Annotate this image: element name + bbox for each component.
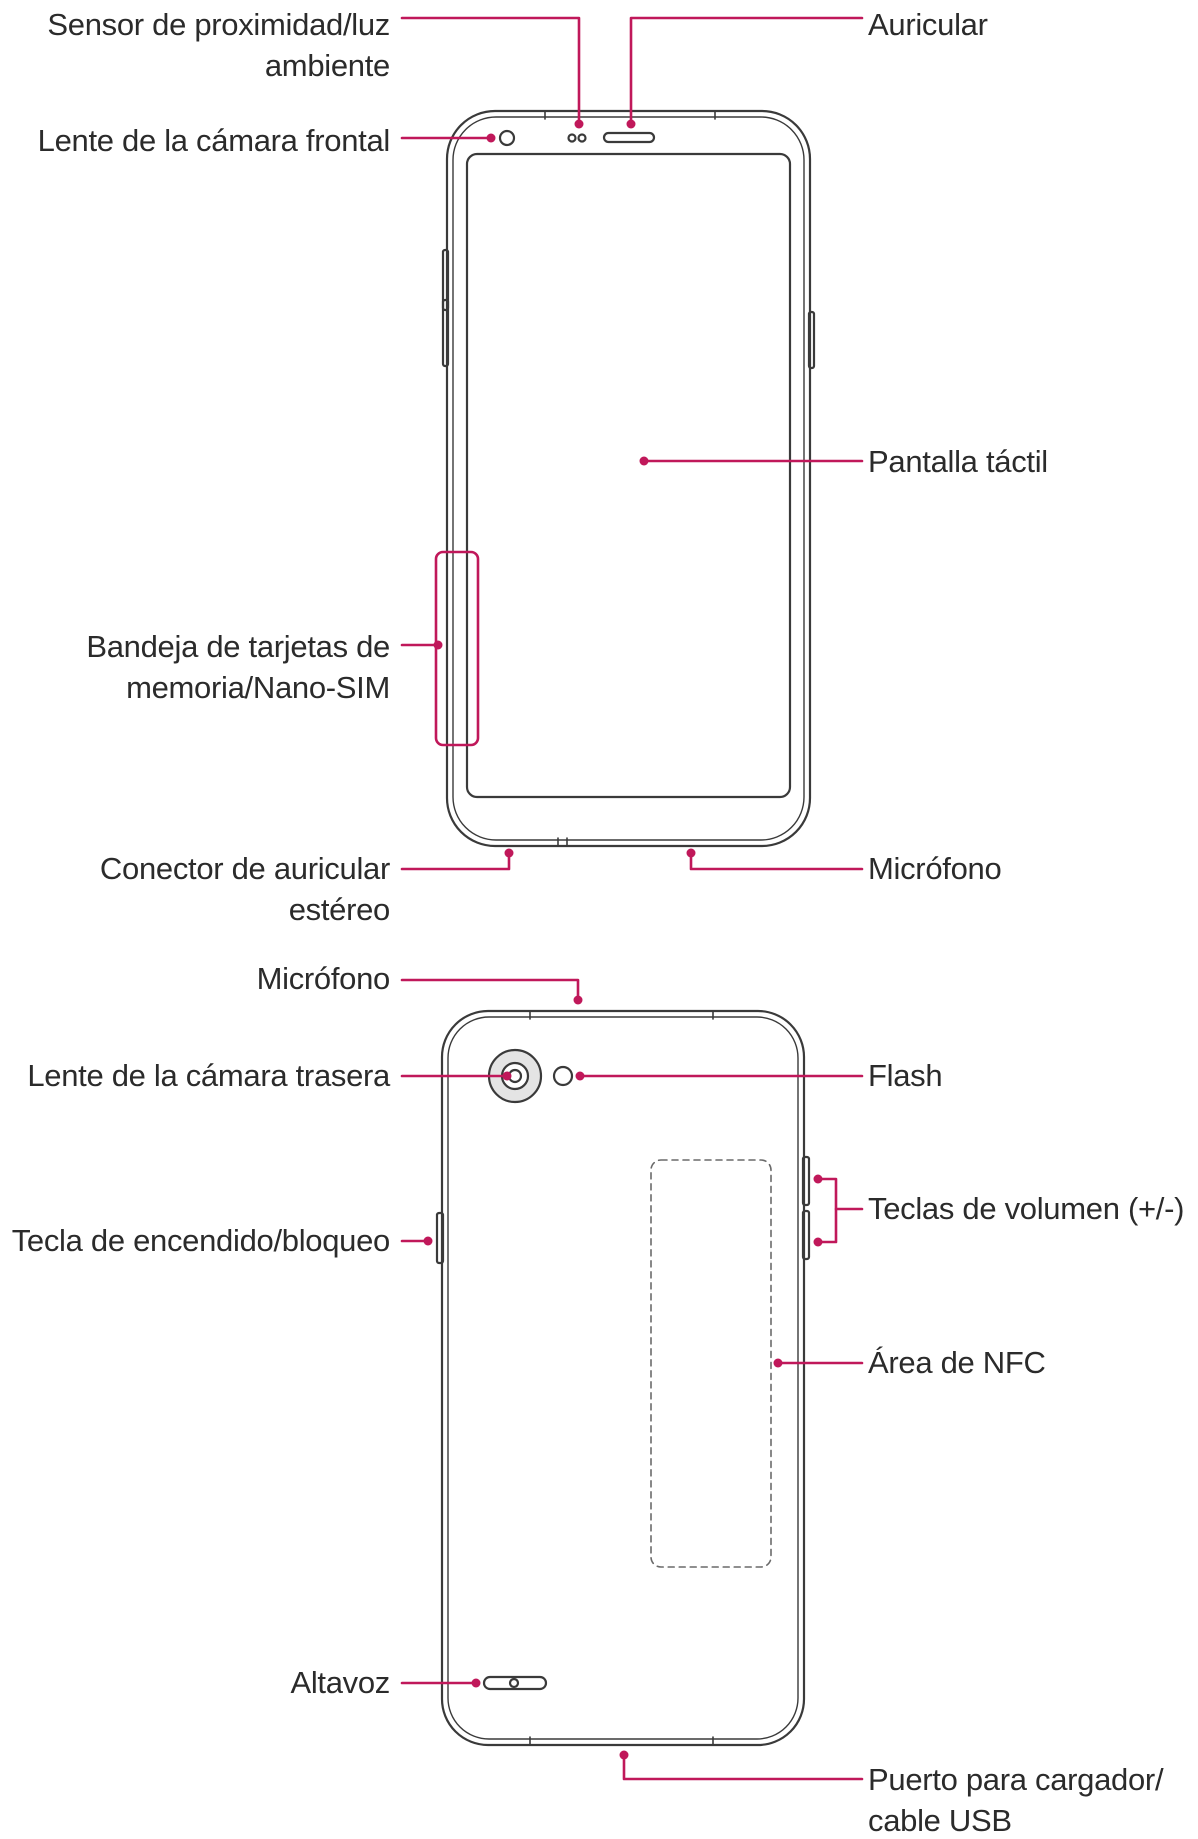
callout-headset-jack — [400, 851, 511, 871]
label-power-key: Tecla de encendido/bloqueo — [11, 1223, 391, 1258]
front-camera-icon — [498, 129, 516, 147]
label-nfc-area: Área de NFC — [868, 1345, 1046, 1380]
label-touch-screen: Pantalla táctil — [868, 444, 1048, 479]
label-microphone-bottom: Micrófono — [868, 851, 1002, 886]
label-front-camera: Lente de la cámara frontal — [37, 123, 391, 158]
label-microphone-top: Micrófono — [256, 961, 391, 996]
volume-up-key-icon — [801, 1155, 811, 1207]
nfc-area-outline — [650, 1159, 772, 1568]
label-flash: Flash — [868, 1058, 943, 1093]
speaker-icon — [482, 1675, 548, 1691]
front-left-key-upper — [441, 248, 450, 312]
front-phone-view — [441, 109, 816, 848]
proximity-sensor-icon — [567, 133, 577, 143]
label-charger-port: Puerto para cargador/ cable USB — [868, 1762, 1164, 1838]
card-tray-highlight — [434, 550, 480, 747]
callout-proximity-sensor — [400, 16, 581, 126]
label-card-tray: Bandeja de tarjetas de memoria/Nano-SIM — [86, 629, 390, 705]
label-rear-camera: Lente de la cámara trasera — [27, 1058, 390, 1093]
front-phone-inner-edge — [452, 116, 805, 841]
front-phone-body — [445, 109, 812, 848]
callout-volume-keys — [816, 1177, 838, 1244]
label-proximity-sensor: Sensor de proximidad/luz ambiente — [47, 7, 390, 83]
label-headset-jack: Conector de auricular estéreo — [99, 851, 390, 927]
back-phone-body — [440, 1009, 806, 1747]
label-volume-keys: Teclas de volumen (+/-) — [868, 1191, 1185, 1226]
callout-microphone-bottom — [689, 851, 864, 871]
front-right-key — [807, 310, 816, 370]
power-key-icon — [435, 1211, 445, 1265]
back-phone-inner-edge — [447, 1016, 799, 1740]
flash-icon — [552, 1065, 574, 1087]
front-left-key-lower — [441, 298, 450, 368]
callout-dots — [423, 119, 823, 1760]
callout-microphone-top — [400, 978, 580, 1002]
front-screen — [465, 152, 792, 799]
label-earpiece: Auricular — [868, 7, 988, 42]
callout-earpiece — [629, 16, 864, 126]
back-phone-view — [435, 1009, 811, 1747]
volume-down-key-icon — [801, 1209, 811, 1261]
callout-lines — [400, 16, 864, 1781]
label-speaker: Altavoz — [290, 1665, 390, 1700]
callout-charger-port — [622, 1753, 864, 1781]
earpiece-icon — [602, 131, 656, 144]
